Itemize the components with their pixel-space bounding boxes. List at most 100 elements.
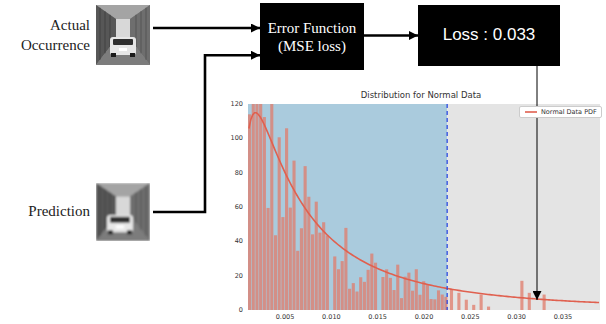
chart-title: Distribution for Normal Data — [240, 90, 602, 100]
y-tick-label: 40 — [219, 236, 243, 246]
x-tick-label: 0.015 — [363, 312, 393, 322]
histogram-bar — [281, 217, 284, 310]
histogram-bar — [433, 299, 436, 310]
image-caption: Actual Occurrence — [0, 16, 90, 55]
histogram-bar — [465, 300, 468, 310]
histogram-bar — [374, 263, 377, 310]
y-tick-label: 100 — [219, 133, 243, 143]
histogram-bar — [255, 104, 258, 310]
normal-region — [248, 104, 447, 310]
histogram-bar — [363, 282, 366, 310]
histogram-bar — [385, 269, 388, 310]
histogram-bar — [418, 295, 421, 310]
histogram-bar — [437, 290, 440, 310]
histogram-bar — [318, 233, 321, 310]
histogram-bar — [274, 235, 277, 310]
histogram-bar — [296, 251, 299, 310]
x-tick-label: 0.010 — [316, 312, 346, 322]
image-caption: Prediction — [0, 202, 90, 222]
histogram-bar — [304, 166, 307, 310]
histogram-bar — [367, 270, 370, 310]
histogram-bar — [450, 289, 453, 310]
anomaly-region — [447, 104, 600, 310]
arrow-connector — [153, 27, 260, 30]
image-node: Prediction — [0, 182, 152, 242]
histogram — [248, 104, 546, 310]
histogram-bar — [472, 305, 475, 310]
histogram-bar — [311, 234, 314, 310]
histogram-bar — [528, 293, 531, 310]
histogram-bar — [333, 256, 336, 310]
histogram-bar — [292, 161, 295, 310]
histogram-bar — [389, 278, 392, 310]
chart-legend: Normal Data PDF — [519, 106, 602, 118]
camera-frame — [96, 183, 150, 241]
histogram-bar — [348, 289, 351, 310]
histogram-bar — [315, 202, 318, 310]
histogram-bar — [441, 295, 444, 310]
histogram-bar — [267, 208, 270, 310]
x-tick-label: 0.030 — [502, 312, 532, 322]
histogram-bar — [415, 269, 418, 310]
y-tick-label: 20 — [219, 271, 243, 281]
histogram-bar — [396, 265, 399, 310]
histogram-bar — [430, 299, 433, 310]
box-label: Loss : 0.033 — [443, 25, 536, 45]
box-label: Error Function (MSE loss) — [266, 19, 358, 55]
histogram-bar — [285, 128, 288, 310]
result-box: Loss : 0.033 — [418, 5, 560, 66]
x-tick-label: 0.035 — [548, 312, 578, 322]
histogram-bar — [378, 310, 381, 311]
process-box: Error Function (MSE loss) — [260, 3, 364, 70]
histogram-bar — [480, 295, 483, 310]
histogram-bar — [404, 277, 407, 310]
arrow-connector — [153, 55, 260, 212]
histogram-bar — [457, 293, 460, 310]
histogram-bar — [252, 104, 255, 310]
x-tick-label: 0.005 — [270, 312, 300, 322]
histogram-bar — [393, 290, 396, 310]
y-tick-label: 120 — [219, 99, 243, 109]
histogram-bar — [543, 295, 546, 310]
histogram-bar — [263, 117, 266, 310]
histogram-bar — [426, 285, 429, 310]
histogram-bar — [407, 273, 410, 310]
histogram-bar — [300, 228, 303, 310]
histogram-bar — [422, 281, 425, 310]
chart-panel: Distribution for Normal Data — [240, 88, 602, 314]
legend-line — [524, 108, 538, 116]
y-tick-label: 80 — [219, 168, 243, 178]
histogram-bar — [322, 222, 325, 310]
y-tick-label: 60 — [219, 202, 243, 212]
histogram-bar — [355, 292, 358, 310]
histogram-bar — [487, 307, 490, 310]
histogram-bar — [344, 228, 347, 310]
histogram-bar — [248, 114, 251, 310]
threshold-line — [447, 104, 448, 310]
pdf-curve — [249, 113, 599, 303]
camera-image — [96, 183, 150, 241]
histogram-bar — [326, 236, 329, 310]
histogram-bar — [381, 277, 384, 310]
histogram-bar — [289, 208, 292, 310]
histogram-bar — [370, 254, 373, 310]
histogram-bar — [352, 283, 355, 310]
histogram-bar — [337, 269, 340, 310]
y-tick-label: 0 — [219, 305, 243, 315]
legend-text: Normal Data PDF — [541, 108, 597, 116]
histogram-bar — [259, 104, 262, 310]
histogram-bar — [270, 104, 273, 310]
arrow-connector — [537, 66, 538, 300]
histogram-bar — [359, 277, 362, 310]
histogram-bar — [330, 310, 333, 311]
arrow-connector — [364, 34, 418, 37]
x-tick-label: 0.025 — [455, 312, 485, 322]
image-node: Actual Occurrence — [0, 4, 152, 66]
histogram-bar — [400, 298, 403, 310]
histogram-bar — [520, 281, 523, 310]
histogram-bar — [341, 261, 344, 310]
camera-frame — [96, 5, 150, 65]
x-tick-label: 0.020 — [409, 312, 439, 322]
camera-image — [96, 5, 150, 65]
